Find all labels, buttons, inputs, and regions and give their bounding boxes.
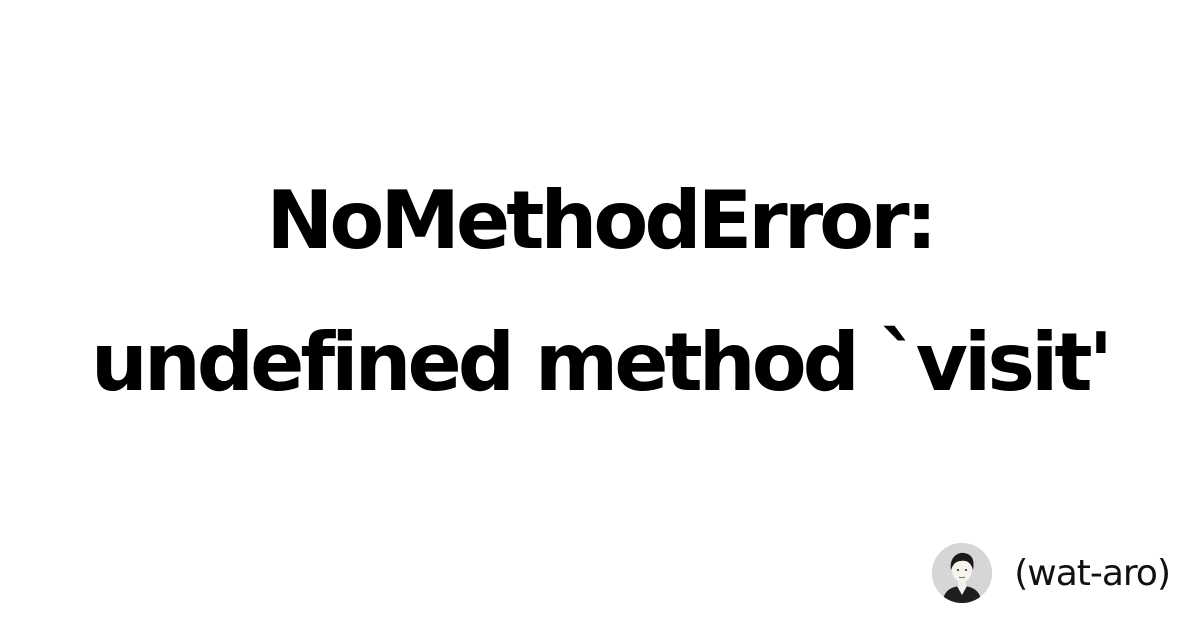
- user-avatar-icon: [932, 543, 993, 603]
- article-title-line-1: NoMethodError:: [266, 174, 937, 267]
- article-title-line-2: undefined method `visit': [90, 316, 1113, 409]
- author-name: (wat-aro): [1014, 552, 1171, 594]
- author-info: (wat-aro): [932, 543, 1171, 603]
- article-title: NoMethodError: undefined method `visit': [0, 150, 1200, 434]
